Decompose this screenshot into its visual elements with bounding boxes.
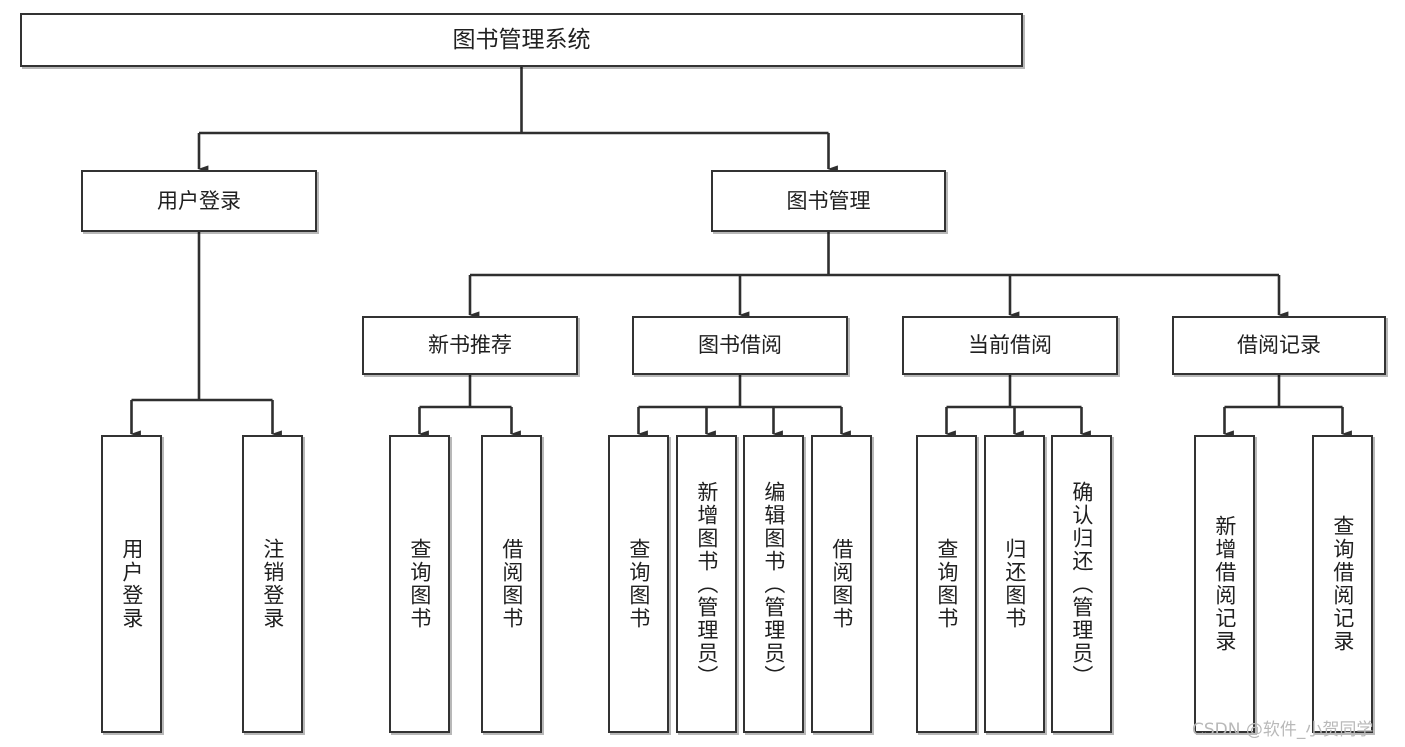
node-label: 用户登录 (119, 538, 144, 630)
node-label: 用户登录 (157, 188, 241, 213)
node-label: 图书借阅 (698, 333, 782, 358)
node-current[interactable]: 当前借阅 (902, 316, 1118, 375)
node-label: 确认归还（管理员） (1069, 480, 1094, 688)
node-label: 借阅图书 (499, 538, 524, 630)
node-l-query1[interactable]: 查询图书 (389, 435, 450, 733)
node-root[interactable]: 图书管理系统 (20, 13, 1023, 67)
node-l-borrow1[interactable]: 借阅图书 (481, 435, 542, 733)
node-login[interactable]: 用户登录 (81, 170, 317, 232)
node-label: 新增图书（管理员） (694, 480, 719, 688)
node-label: 查询借阅记录 (1330, 515, 1355, 653)
node-records[interactable]: 借阅记录 (1172, 316, 1386, 375)
node-label: 图书管理 (786, 188, 871, 213)
node-label: 图书管理系统 (452, 26, 591, 53)
node-l-logout[interactable]: 注销登录 (242, 435, 303, 733)
node-l-edit[interactable]: 编辑图书（管理员） (743, 435, 804, 733)
node-l-borrow2[interactable]: 借阅图书 (811, 435, 872, 733)
node-label: 查询图书 (934, 538, 959, 630)
node-label: 查询图书 (626, 538, 651, 630)
node-bookmgmt[interactable]: 图书管理 (711, 170, 946, 232)
node-l-query2[interactable]: 查询图书 (608, 435, 669, 733)
node-label: 当前借阅 (968, 333, 1052, 358)
node-newbook[interactable]: 新书推荐 (362, 316, 578, 375)
node-label: 借阅图书 (829, 538, 854, 630)
node-l-return[interactable]: 归还图书 (984, 435, 1045, 733)
node-label: 查询图书 (407, 538, 432, 630)
watermark-text: CSDN @软件_小贺同学 (1192, 720, 1374, 740)
node-label: 新书推荐 (428, 333, 512, 358)
node-l-confirm[interactable]: 确认归还（管理员） (1051, 435, 1112, 733)
node-label: 归还图书 (1002, 538, 1027, 630)
node-label: 注销登录 (260, 538, 285, 630)
node-label: 编辑图书（管理员） (761, 480, 786, 688)
node-l-add[interactable]: 新增图书（管理员） (676, 435, 737, 733)
node-label: 新增借阅记录 (1212, 515, 1237, 653)
node-l-login[interactable]: 用户登录 (101, 435, 162, 733)
node-l-queryrec[interactable]: 查询借阅记录 (1312, 435, 1373, 733)
node-borrow[interactable]: 图书借阅 (632, 316, 848, 375)
node-l-addrec[interactable]: 新增借阅记录 (1194, 435, 1255, 733)
node-l-query3[interactable]: 查询图书 (916, 435, 977, 733)
node-label: 借阅记录 (1237, 333, 1321, 358)
